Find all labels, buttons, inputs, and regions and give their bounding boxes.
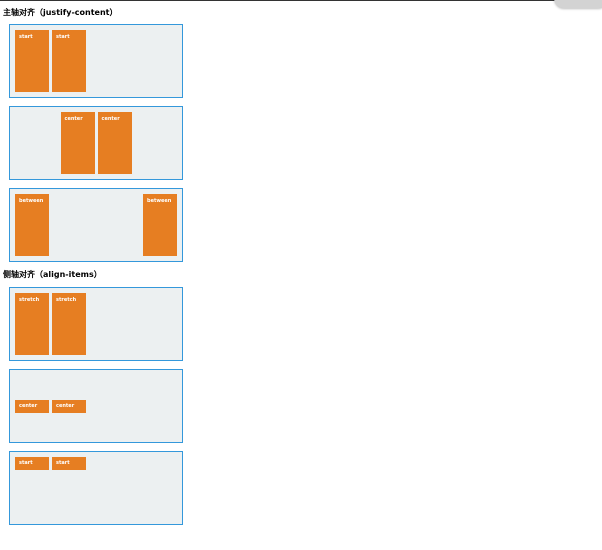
flex-item: between <box>143 194 177 256</box>
flex-item: center <box>97 112 132 174</box>
flex-item: start <box>15 30 49 92</box>
demo-container-align-stretch: stretch stretch <box>9 287 183 361</box>
flex-item: start <box>52 30 86 92</box>
section-title-align-items: 侧轴对齐（align-items） <box>3 270 102 279</box>
section-title-justify-content: 主轴对齐（justify-content） <box>3 8 118 17</box>
flex-item: center <box>60 112 95 174</box>
demo-container-align-center: center center <box>9 369 183 443</box>
flex-item: start <box>15 457 49 470</box>
demo-container-justify-start: start start <box>9 24 183 98</box>
flex-item: stretch <box>52 293 86 355</box>
flex-item: center <box>15 399 49 413</box>
top-border-line <box>0 0 602 1</box>
demo-container-justify-center: center center <box>9 106 183 180</box>
flex-item: between <box>15 194 49 256</box>
window-corner-tab <box>554 0 602 8</box>
demo-container-align-start: start start <box>9 451 183 525</box>
flex-item: start <box>52 457 86 470</box>
demo-container-justify-between: between between <box>9 188 183 262</box>
flex-item: center <box>52 399 86 413</box>
flex-item: stretch <box>15 293 49 355</box>
